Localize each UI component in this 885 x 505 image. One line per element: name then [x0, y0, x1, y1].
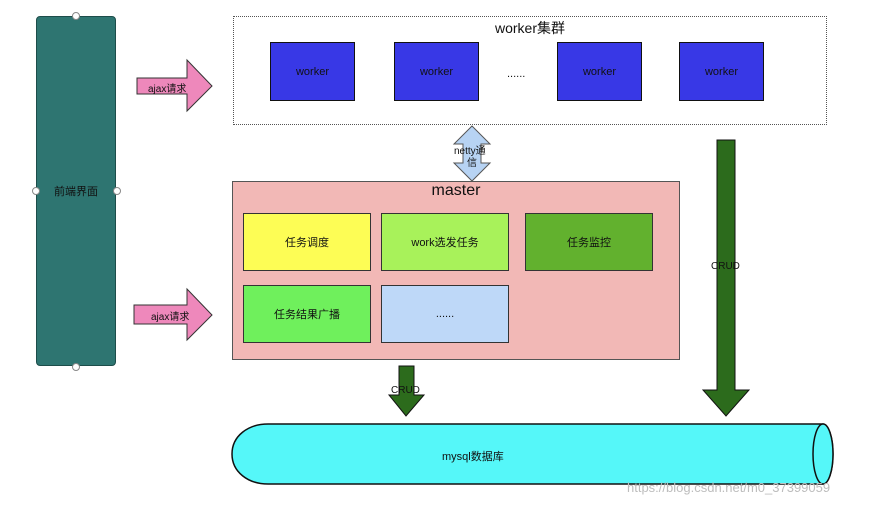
worker-cluster: worker集群 worker worker ...... worker wor… [233, 16, 827, 125]
task-dispatch-label: work选发任务 [411, 237, 479, 249]
master-title: master [431, 182, 481, 199]
netty-label-line2: 信 [467, 158, 477, 169]
master-box: master 任务调度 work选发任务 任务监控 任务结果广播 ...... [232, 181, 680, 360]
worker-node-2: worker [394, 42, 479, 101]
database-cylinder-end [812, 423, 834, 485]
frontend-panel: 前端界面 [36, 16, 116, 366]
database-label: mysql数据库 [442, 451, 504, 463]
worker-ellipsis: ...... [507, 68, 526, 80]
worker-node-label: worker [582, 65, 616, 78]
frontend-label: 前端界面 [54, 186, 98, 198]
worker-cluster-title: worker集群 [494, 20, 565, 36]
ajax-label-top: ajax请求 [148, 84, 187, 95]
task-scheduling: 任务调度 [243, 213, 371, 271]
worker-node-3: worker [557, 42, 642, 101]
task-more-label: ...... [435, 308, 455, 320]
crud-label-right: CRUD [711, 261, 740, 272]
worker-node-label: worker [419, 65, 453, 78]
task-monitor-label: 任务监控 [567, 237, 611, 249]
worker-node-4: worker [679, 42, 764, 101]
resize-handle-top[interactable] [72, 12, 80, 20]
ajax-label-bottom: ajax请求 [151, 312, 190, 323]
task-more: ...... [381, 285, 509, 343]
task-dispatch: work选发任务 [381, 213, 509, 271]
resize-handle-right[interactable] [113, 187, 121, 195]
crud-arrow-left [387, 365, 426, 417]
task-broadcast-label: 任务结果广播 [274, 309, 340, 321]
crud-arrow-right [701, 139, 751, 417]
resize-handle-bottom[interactable] [72, 363, 80, 371]
ajax-arrow-bottom [133, 287, 213, 342]
task-scheduling-label: 任务调度 [285, 237, 329, 249]
task-monitor: 任务监控 [525, 213, 653, 271]
database-cylinder [231, 423, 834, 485]
worker-node-label: worker [704, 65, 738, 78]
task-broadcast: 任务结果广播 [243, 285, 371, 343]
watermark: https://blog.csdn.net/m0_37399059 [627, 480, 831, 495]
worker-node-1: worker [270, 42, 355, 101]
worker-node-label: worker [295, 65, 329, 78]
crud-label-left: CRUD [391, 385, 420, 396]
netty-label-line1: netty通 [454, 146, 486, 157]
ajax-arrow-top [136, 58, 213, 113]
resize-handle-left[interactable] [32, 187, 40, 195]
